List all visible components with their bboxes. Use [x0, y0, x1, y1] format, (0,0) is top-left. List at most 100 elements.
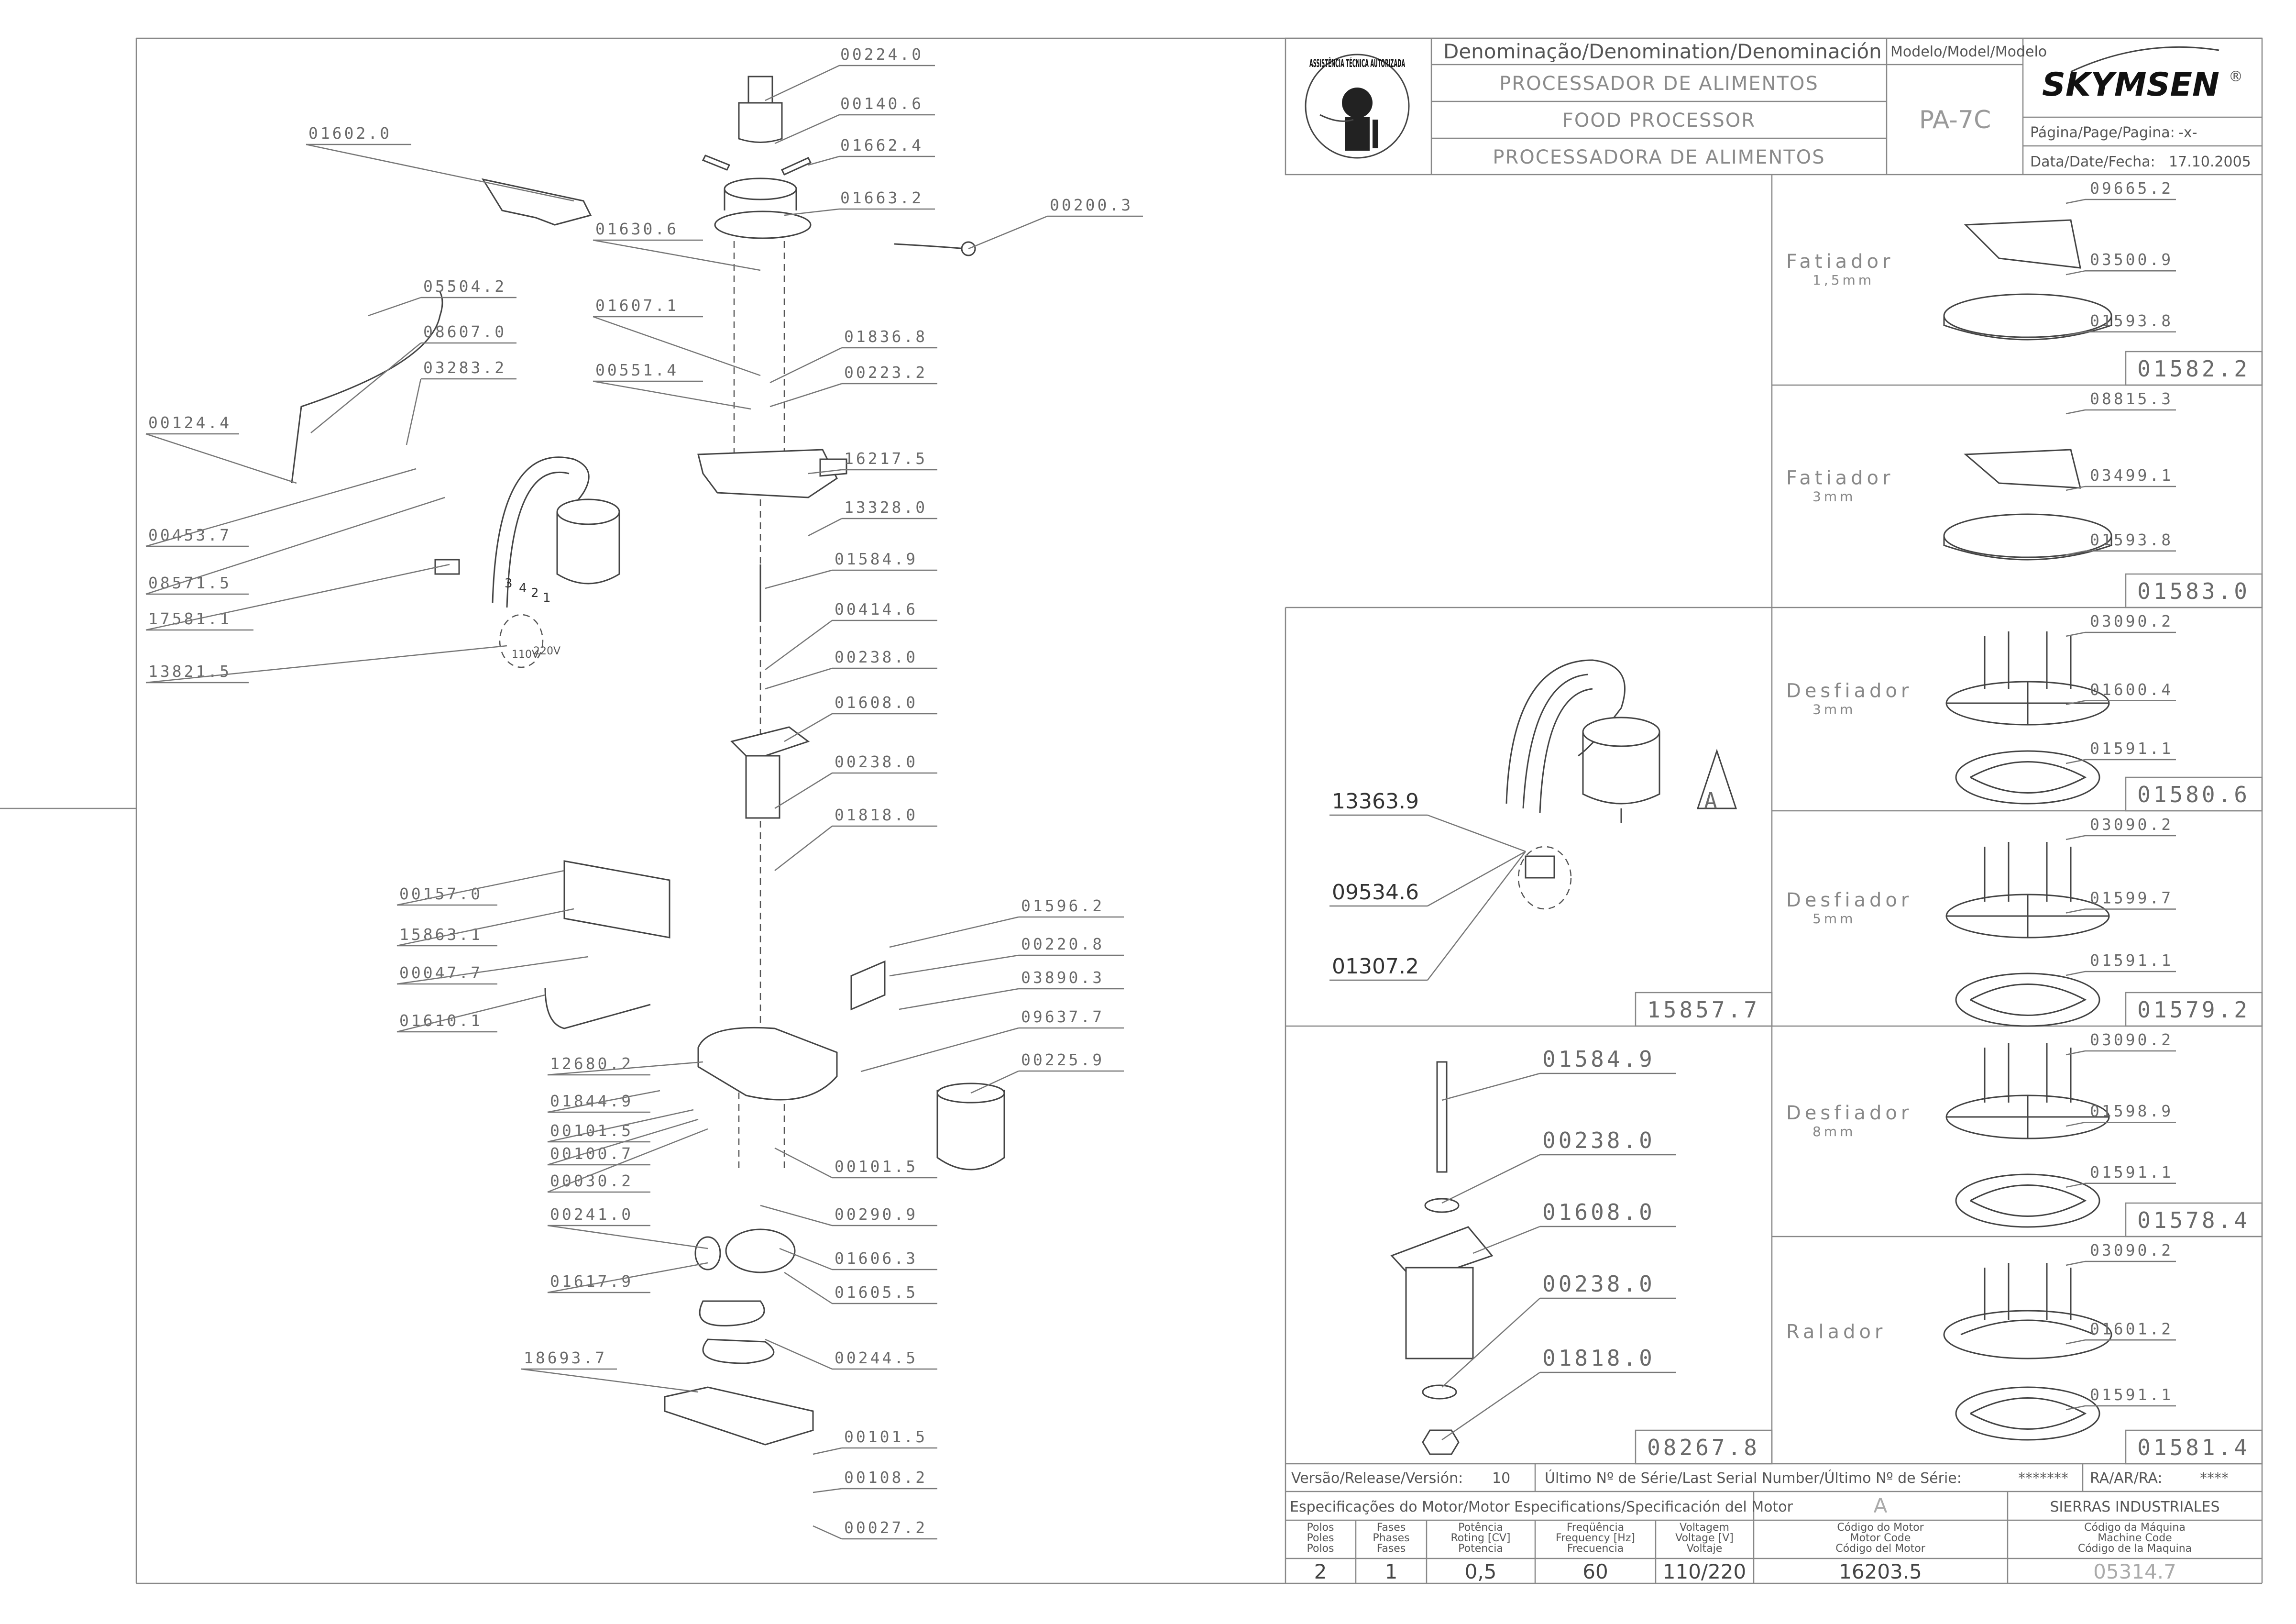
wire-label-220v: 220V: [533, 645, 560, 657]
leader-line: [2065, 759, 2086, 764]
accessory-size: 3mm: [1813, 702, 1856, 718]
detail-text-group: 13363.909534.601307.215857.701584.900238…: [1329, 789, 1773, 1465]
detail-part-label: 00238.0: [1542, 1271, 1655, 1297]
accessory-part-label: 03499.1: [2090, 466, 2173, 485]
leader-line: [808, 469, 842, 475]
leader-line: [2065, 1121, 2086, 1127]
title-block: ASSISTÊNCIA TÉCNICA AUTORIZADA Denominaç…: [1285, 37, 2263, 176]
leader-line: [2065, 331, 2086, 337]
leader-line: [813, 1447, 842, 1455]
detail-part-label: 01608.0: [1542, 1199, 1655, 1225]
leader-line: [2065, 631, 2086, 637]
leader-line: [2065, 700, 2086, 705]
accessory-size: 5mm: [1813, 911, 1856, 927]
part-label: 00101.5: [835, 1157, 918, 1176]
leader-line: [808, 518, 842, 537]
spec-header: Voltage [V]: [1675, 1532, 1734, 1544]
leader-line: [1427, 814, 1526, 852]
version-label: Versão/Release/Versión:: [1291, 1470, 1463, 1487]
part-label: 03283.2: [423, 358, 506, 377]
leader-line: [396, 956, 589, 985]
leader-line: [1427, 851, 1526, 907]
leader-line: [2065, 486, 2086, 491]
accessory-name: Fatiador: [1786, 251, 1894, 273]
leader-line: [547, 1128, 708, 1193]
accessory-part-label: 01593.8: [2090, 311, 2173, 330]
leader-line: [760, 1204, 833, 1226]
accessory-part-label: 01599.7: [2090, 889, 2173, 907]
accessory-part-label: 03090.2: [2090, 1030, 2173, 1049]
leader-line: [765, 1338, 833, 1370]
leader-line: [396, 908, 574, 947]
leader-line: [774, 114, 840, 144]
serial-value: *******: [2018, 1470, 2068, 1487]
spec-header: Voltaje: [1687, 1543, 1723, 1555]
leader-line: [765, 569, 833, 589]
accessory-part-label: 08815.3: [2090, 389, 2173, 408]
leader-line: [1427, 851, 1526, 981]
part-label: 01836.8: [844, 327, 927, 346]
assembly-code-box: [2125, 992, 2263, 1027]
part-label: 00238.0: [835, 752, 918, 771]
spec-value: 110/220: [1663, 1560, 1746, 1583]
detail-part-label: 13363.9: [1332, 789, 1419, 814]
spec-value: 0,5: [1465, 1560, 1497, 1583]
model-label: Modelo/Model/Modelo: [1890, 44, 2047, 60]
leader-line: [2065, 1260, 2086, 1266]
assembly-code: 08267.8: [1647, 1435, 1760, 1460]
spec-header: Phases: [1373, 1532, 1409, 1544]
skymsen-logo: SKYMSEN ®: [2042, 46, 2243, 104]
accessory-part-label: 03090.2: [2090, 1241, 2173, 1259]
leader-line: [784, 1271, 833, 1304]
detail-a-letter: A: [1704, 788, 1720, 814]
leader-line: [779, 1248, 833, 1270]
part-label: 18693.7: [524, 1348, 607, 1367]
leader-line: [2065, 1405, 2086, 1411]
leader-line: [1472, 1226, 1540, 1254]
spec-header: Código del Motor: [1835, 1543, 1925, 1555]
part-label: 05504.2: [423, 277, 506, 296]
accessory-part-label: 03500.9: [2090, 250, 2173, 269]
part-label: 00220.8: [1021, 935, 1104, 953]
accessory-panel-grid: [1285, 175, 2263, 1583]
leader-line: [145, 645, 507, 684]
assembly-code: 01580.6: [2137, 782, 2250, 807]
spec-header: Código de la Maquina: [2078, 1543, 2192, 1555]
part-label: 01602.0: [308, 124, 392, 143]
part-label: 00241.0: [550, 1205, 633, 1224]
leader-line: [2065, 835, 2086, 840]
leader-line: [1441, 1154, 1540, 1204]
part-label: 01608.0: [835, 693, 918, 712]
wire-label-3: 3: [505, 576, 513, 591]
assembly-code-box: [1635, 992, 1773, 1027]
leader-line: [521, 1368, 699, 1393]
date-value: 17.10.2005: [2169, 154, 2251, 170]
assembly-code: 01582.2: [2137, 356, 2250, 382]
part-label: 01663.2: [840, 188, 923, 207]
leader-line: [774, 772, 833, 809]
leader-line: [765, 667, 833, 690]
spec-header: Polos: [1307, 1522, 1334, 1534]
part-label: 00047.7: [399, 963, 483, 982]
leader-line: [2065, 971, 2086, 976]
detail-part-label: 01307.2: [1332, 954, 1419, 979]
date-label: Data/Date/Fecha:: [2030, 154, 2155, 170]
product-name-en: FOOD PROCESSOR: [1562, 110, 1756, 132]
leader-line: [145, 433, 297, 484]
leader-line: [889, 916, 1019, 948]
wire-label-110v: 110V: [512, 649, 539, 661]
leader-line: [2065, 1182, 2086, 1188]
accessory-size: 1,5mm: [1813, 272, 1874, 288]
accessory-part-label: 03090.2: [2090, 612, 2173, 630]
detail-part-label: 01818.0: [1542, 1345, 1655, 1371]
denomination-label: Denominação/Denomination/Denominación: [1443, 40, 1882, 63]
leader-line: [2065, 199, 2086, 204]
spec-value: 2: [1314, 1560, 1327, 1583]
leader-line: [1441, 1371, 1540, 1441]
leader-line: [2065, 409, 2086, 415]
leader-line: [813, 1488, 842, 1493]
accessory-text-group: Fatiador1,5mm09665.203500.901593.801582.…: [1786, 179, 2263, 1465]
spec-value: 05314.7: [2093, 1560, 2176, 1583]
